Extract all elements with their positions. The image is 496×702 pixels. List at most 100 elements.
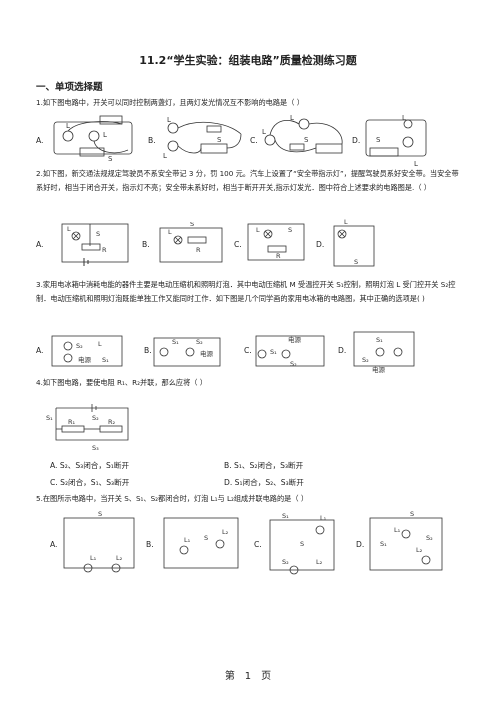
q3-option-c-label: C. xyxy=(244,346,252,355)
q4-option-d: D. S₁闭合，S₂、S₃断开 xyxy=(224,478,304,487)
svg-text:L: L xyxy=(168,228,172,236)
svg-text:R: R xyxy=(196,246,201,254)
svg-text:S₃: S₃ xyxy=(92,444,99,452)
svg-text:S₁: S₁ xyxy=(172,338,179,346)
svg-text:电源: 电源 xyxy=(372,365,386,374)
q1-option-c-label: C. xyxy=(250,136,258,145)
q1-option-d-label: D. xyxy=(352,136,361,145)
q2-option-d-label: D. xyxy=(316,240,325,249)
question-4-stem: 4.如下图电路，要使电阻 R₁、R₂并联，那么应将（ ） xyxy=(36,378,207,387)
svg-text:S: S xyxy=(190,222,194,228)
q1-option-b-label: B. xyxy=(148,136,156,145)
svg-text:S: S xyxy=(96,230,100,238)
question-3-stem: 3.家用电冰箱中消耗电能的器件主要是电动压缩机和照明灯泡．其中电动压缩机 M 受… xyxy=(36,280,456,303)
svg-text:S₂: S₂ xyxy=(196,338,203,346)
q1-physical-circuit-a: L L S xyxy=(53,115,133,163)
section-heading: 一、单项选择题 xyxy=(36,82,103,93)
svg-text:S₁: S₁ xyxy=(46,414,53,422)
svg-text:L: L xyxy=(66,122,70,130)
q3-circuit-c: 电源 S₁ S₂ xyxy=(255,335,325,368)
svg-text:L₁: L₁ xyxy=(394,526,401,534)
q2-option-c-label: C. xyxy=(234,240,242,249)
svg-text:L: L xyxy=(262,128,266,136)
q5-option-d-label: D. xyxy=(356,540,365,549)
svg-text:L₂: L₂ xyxy=(416,546,423,554)
svg-text:电源: 电源 xyxy=(288,335,302,344)
q5-option-b-label: B. xyxy=(146,540,154,549)
svg-text:S₁: S₁ xyxy=(102,356,109,364)
q5-option-a-label: A. xyxy=(50,540,58,549)
svg-text:R₂: R₂ xyxy=(108,418,116,426)
svg-text:L: L xyxy=(67,225,71,233)
svg-text:L: L xyxy=(344,218,348,226)
svg-text:L: L xyxy=(256,226,260,234)
svg-text:S₁: S₁ xyxy=(270,348,277,356)
question-2-stem: 2.如下图，新交通法规规定驾驶员不系安全带记 3 分，罚 100 元。汽车上设置… xyxy=(36,169,459,192)
q2-circuit-a: L SR xyxy=(61,223,129,266)
q2-circuit-d: LS xyxy=(333,218,375,267)
page-title: 11.2“学生实验：组装电路”质量检测练习题 xyxy=(139,54,357,67)
svg-text:L₁: L₁ xyxy=(320,514,327,522)
q2-circuit-c: L S R xyxy=(247,223,305,261)
q4-option-a: A. S₂、S₃闭合，S₁断开 xyxy=(50,461,130,470)
svg-text:S₂: S₂ xyxy=(282,558,289,566)
svg-text:L: L xyxy=(167,116,171,124)
svg-text:L: L xyxy=(402,114,406,122)
svg-text:S₂: S₂ xyxy=(290,360,297,368)
q2-option-a-label: A. xyxy=(36,240,44,249)
svg-text:S₂: S₂ xyxy=(362,356,369,364)
svg-text:L: L xyxy=(98,340,102,348)
page-footer: 第 1 页 xyxy=(224,671,272,682)
svg-text:S: S xyxy=(304,136,309,144)
svg-text:S: S xyxy=(98,510,102,518)
question-5-stem: 5.在图所示电路中，当开关 S、S₁、S₂都闭合时，灯泡 L₁与 L₂组成并联电… xyxy=(36,494,309,503)
svg-text:S₁: S₁ xyxy=(282,512,289,520)
q2-circuit-b: L S R xyxy=(159,222,223,263)
q3-option-a-label: A. xyxy=(36,346,44,355)
q4-option-b: B. S₁、S₂闭合，S₃断开 xyxy=(224,461,304,470)
q5-circuit-a: S L₁ L₂ xyxy=(63,510,135,573)
q4-option-c: C. S₂闭合，S₁、S₃断开 xyxy=(50,478,130,487)
q3-option-b-label: B. xyxy=(144,346,152,355)
svg-text:S₂: S₂ xyxy=(92,414,99,422)
q1-physical-circuit-d: L L S xyxy=(365,114,427,168)
svg-text:R: R xyxy=(102,246,107,254)
svg-text:S: S xyxy=(410,510,414,518)
q5-option-c-label: C. xyxy=(254,540,262,549)
q3-option-d-label: D. xyxy=(338,346,347,355)
svg-text:S₂: S₂ xyxy=(426,534,433,542)
svg-text:L₂: L₂ xyxy=(116,554,123,562)
svg-text:L: L xyxy=(290,114,294,122)
svg-text:R: R xyxy=(276,252,281,260)
q5-circuit-b: S L₁ L₂ xyxy=(163,517,239,569)
svg-text:R₁: R₁ xyxy=(68,418,76,426)
svg-text:S: S xyxy=(108,155,113,163)
svg-text:L₁: L₁ xyxy=(184,536,191,544)
svg-text:S: S xyxy=(204,534,208,542)
question-1-stem: 1.如下图电路中，开关可以同时控制两盏灯，且两灯发光情况互不影响的电路是（ ） xyxy=(36,98,304,107)
q1-option-a-label: A. xyxy=(36,136,44,145)
svg-text:S: S xyxy=(217,136,222,144)
svg-text:L: L xyxy=(163,152,167,160)
q1-physical-circuit-b: L L S xyxy=(163,116,242,160)
svg-text:L₁: L₁ xyxy=(90,554,97,562)
q3-circuit-b: S₁ S₂ 电源 xyxy=(153,337,221,367)
q2-option-b-label: B. xyxy=(142,240,150,249)
svg-text:L₂: L₂ xyxy=(316,558,323,566)
svg-text:S: S xyxy=(288,226,292,234)
svg-text:S: S xyxy=(354,258,358,266)
svg-text:L: L xyxy=(414,160,418,168)
svg-text:L₂: L₂ xyxy=(222,528,229,536)
svg-text:电源: 电源 xyxy=(200,349,214,358)
svg-text:S₁: S₁ xyxy=(380,540,387,548)
svg-text:L: L xyxy=(103,131,107,139)
svg-text:S₁: S₁ xyxy=(376,336,383,344)
q4-circuit-diagram: S₁ S₂ R₁ R₂ S₃ xyxy=(46,404,129,452)
q1-physical-circuit-c: L L S xyxy=(262,114,343,154)
svg-text:S: S xyxy=(376,136,381,144)
svg-text:S₂: S₂ xyxy=(76,342,83,350)
